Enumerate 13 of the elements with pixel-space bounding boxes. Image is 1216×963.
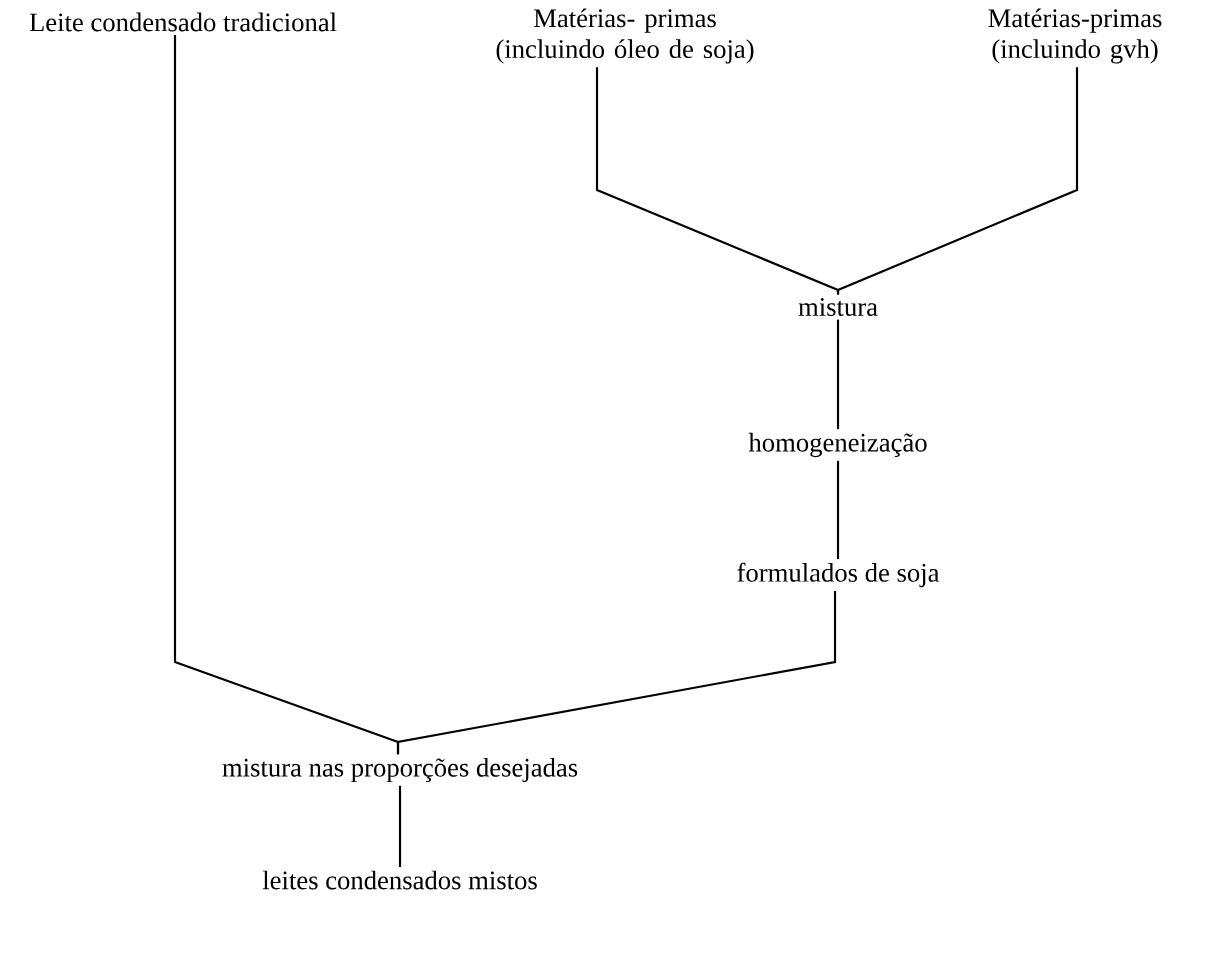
- step-label: leites condensados mistos: [262, 870, 537, 890]
- step-label: Leite condensado tradicional: [29, 12, 337, 32]
- connector-line: [836, 460, 840, 560]
- step-label: homogeneização: [748, 432, 927, 458]
- connector-line: [836, 319, 840, 430]
- step-label: formulados de soja: [737, 562, 940, 588]
- step-label: mistura: [798, 298, 878, 316]
- connector-line: [398, 785, 402, 867]
- step-label: Matérias- primas (incluindo óleo de soja): [496, 8, 754, 64]
- step-label: mistura nas proporções desejadas: [222, 757, 578, 783]
- step-label: Matérias-primas (incluindo gvh): [988, 8, 1162, 64]
- connector-line: [836, 67, 1079, 295]
- connector-line: [396, 590, 837, 755]
